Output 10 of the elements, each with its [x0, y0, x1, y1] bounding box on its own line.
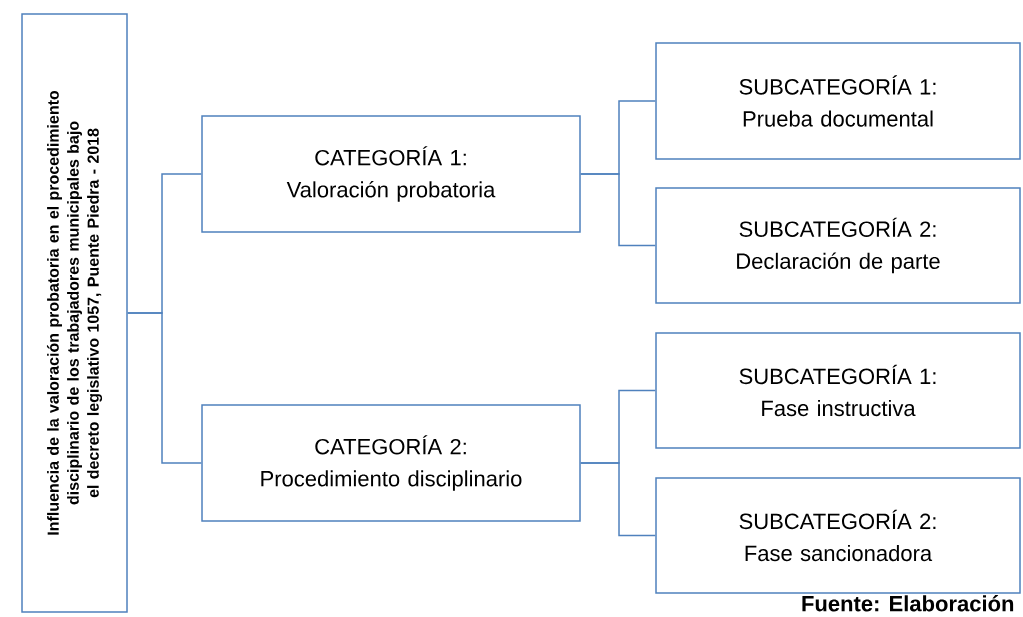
subcategory-box: SUBCATEGORÍA 1: Prueba documental: [655, 42, 1021, 160]
category-box: CATEGORÍA 1: Valoración probatoria: [201, 115, 581, 233]
connector-line: [580, 173, 656, 247]
connector-line: [580, 462, 656, 537]
connector-line: [127, 312, 202, 464]
subcategory-box: SUBCATEGORÍA 2: Fase sancionadora: [655, 477, 1021, 594]
title-box: Influencia de la valoración probatoria en el procedimiento disciplinario de los trabajadores municipales bajo el decreto legislativo 1057, Puente Piedra - 2018: [21, 13, 128, 613]
category-box: CATEGORÍA 2: Procedimiento disciplinario: [201, 404, 581, 522]
subcategory-box: SUBCATEGORÍA 1: Fase instructiva: [655, 332, 1021, 449]
subcategory-box: SUBCATEGORÍA 2: Declaración de parte: [655, 187, 1021, 304]
